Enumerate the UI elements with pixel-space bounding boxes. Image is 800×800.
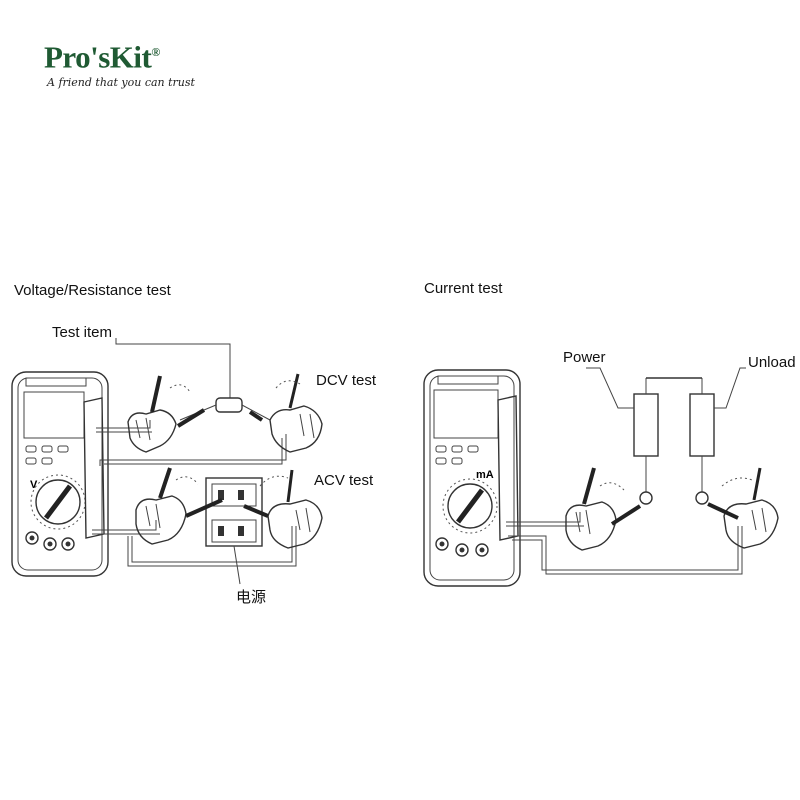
- dcv-hand-left: [127, 375, 206, 453]
- jack-a-left: [61, 537, 75, 551]
- meter-holster-right: [497, 395, 519, 541]
- circuit-unload: [689, 367, 746, 505]
- rotary-dial-left: [30, 474, 86, 530]
- current-test-title: Current test: [424, 280, 503, 297]
- meter-mode-v: V: [30, 479, 38, 491]
- acv-hand-left: [135, 467, 223, 545]
- jack-a-right: [475, 543, 489, 557]
- jack-v-left: [43, 537, 57, 551]
- power-outlet: [205, 477, 263, 585]
- dcv-test-label: DCV test: [316, 372, 377, 389]
- proskit-logo: Pro'sKit® A friend that you can trust: [44, 36, 195, 90]
- power-source-label: 电源: [236, 588, 267, 606]
- power-label: Power: [563, 349, 606, 366]
- current-hand-left: [565, 467, 642, 551]
- jack-com-right: [435, 537, 449, 551]
- acv-hand-right: [243, 469, 323, 549]
- unload-label: Unload: [748, 354, 796, 371]
- test-leads-left: [92, 420, 297, 567]
- jack-com-left: [25, 531, 39, 545]
- terminal-unload: [695, 491, 709, 505]
- meter-mode-ma: mA: [476, 469, 494, 481]
- multimeter-right: mA: [423, 369, 521, 587]
- multimeter-left: V: [11, 371, 109, 577]
- test-item-label: Test item: [52, 324, 113, 341]
- test-leads-right: [506, 512, 743, 575]
- current-hand-right: [707, 467, 779, 549]
- jack-v-right: [455, 543, 469, 557]
- voltage-resistance-title: Voltage/Resistance test: [14, 282, 171, 299]
- meter-holster-left: [83, 397, 105, 539]
- logo-brand: Pro'sKit®: [44, 39, 160, 75]
- circuit-power: [586, 367, 659, 505]
- test-item-pointer: [115, 338, 231, 398]
- logo-tagline: A friend that you can trust: [47, 76, 195, 90]
- dcv-hand-right: [248, 373, 323, 453]
- rotary-dial-right: [442, 478, 498, 534]
- acv-test-label: ACV test: [314, 472, 374, 489]
- terminal-power: [639, 491, 653, 505]
